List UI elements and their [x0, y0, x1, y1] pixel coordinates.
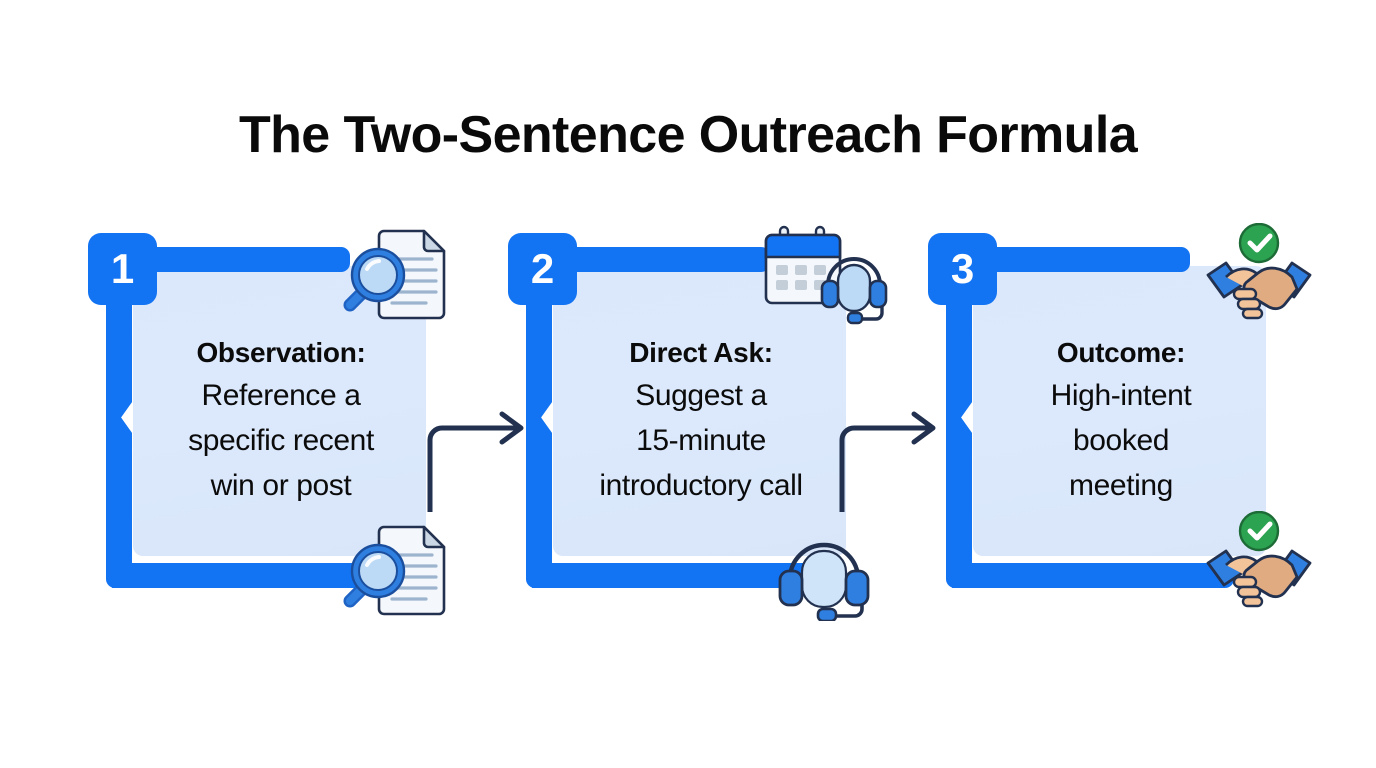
card-body-line-3-3: meeting: [1069, 469, 1173, 502]
card-body-line-3-1: High-intent: [1050, 379, 1192, 412]
card-frame-bottom-2: [532, 563, 814, 588]
card-text-1: Observation: Reference a specific recent…: [136, 333, 426, 508]
card-body-line-2-3: introductory call: [599, 469, 803, 502]
page-title: The Two-Sentence Outreach Formula: [238, 106, 1138, 164]
step-number-badge-3: 3: [928, 233, 997, 305]
arrow-step1-to-step2: [424, 406, 534, 517]
step-number-badge-2: 2: [508, 233, 577, 305]
card-body-line-1-3: win or post: [210, 469, 352, 502]
card-body-line-1-2: specific recent: [188, 424, 374, 457]
card-heading-1: Observation:: [196, 337, 366, 368]
card-frame-top-3: [968, 247, 1190, 272]
card-body-line-2-2: 15-minute: [636, 424, 766, 457]
step-card-1: 1 Observation: Reference a specific rece…: [88, 229, 446, 616]
step-number-badge-1: 1: [88, 233, 157, 305]
step-card-2: 2 Direct Ask: Suggest a 15-minute introd…: [508, 225, 888, 623]
card-background-3: [973, 266, 1266, 556]
card-text-3: Outcome: High-intent booked meeting: [976, 333, 1266, 508]
card-body-line-1-1: Reference a: [201, 379, 361, 412]
card-text-2: Direct Ask: Suggest a 15-minute introduc…: [556, 333, 846, 508]
card-frame-top-1: [128, 247, 350, 272]
card-frame-top-2: [548, 247, 770, 272]
card-frame-bottom-3: [952, 563, 1234, 588]
card-heading-3: Outcome:: [1056, 337, 1186, 368]
card-body-line-3-2: booked: [1072, 424, 1170, 457]
card-background-2: [553, 266, 846, 556]
card-frame-bottom-1: [112, 563, 394, 588]
card-body-line-2-1: Suggest a: [635, 379, 767, 412]
step-card-3: 3 Outcome: High-intent booked meeting: [928, 222, 1312, 608]
arrow-step2-to-step3: [836, 406, 946, 517]
card-background-1: [133, 266, 426, 556]
card-heading-2: Direct Ask:: [629, 337, 773, 368]
